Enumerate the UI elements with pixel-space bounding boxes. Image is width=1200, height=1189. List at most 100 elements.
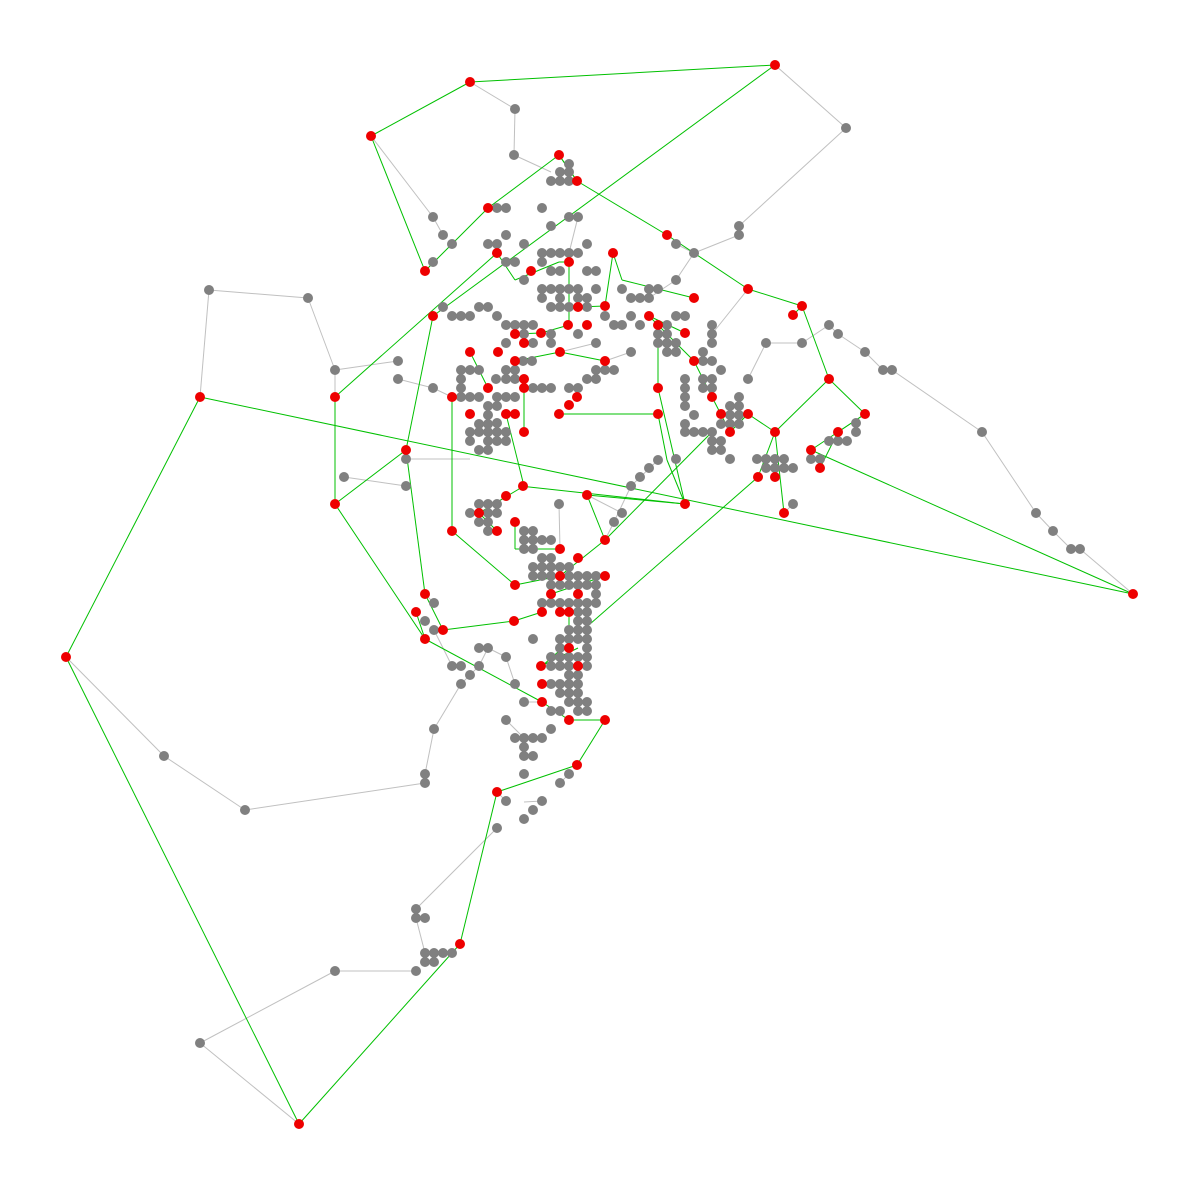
highlighted-node — [501, 409, 511, 419]
plain-node — [528, 383, 538, 393]
highlighted-edge — [405, 315, 434, 451]
plain-node — [447, 948, 457, 958]
plain-node — [573, 383, 583, 393]
highlighted-edge — [604, 252, 614, 307]
plain-node — [519, 769, 529, 779]
plain-node — [555, 634, 565, 644]
plain-node — [474, 661, 484, 671]
plain-node — [420, 948, 430, 958]
plain-node — [671, 338, 681, 348]
plain-node — [401, 454, 411, 464]
highlighted-edge — [442, 620, 515, 631]
plain-node — [456, 392, 466, 402]
plain-node — [573, 688, 583, 698]
plain-node — [698, 374, 708, 384]
plain-node — [609, 517, 619, 527]
plain-node — [519, 544, 529, 554]
highlighted-node — [564, 607, 574, 617]
plain-node — [564, 167, 574, 177]
plain-node — [573, 616, 583, 626]
plain-node — [617, 284, 627, 294]
highlighted-node — [770, 60, 780, 70]
highlighted-node — [546, 589, 556, 599]
plain-node — [716, 419, 726, 429]
plain-node — [591, 284, 601, 294]
highlighted-node — [465, 409, 475, 419]
highlighted-node — [492, 787, 502, 797]
plain-node — [644, 293, 654, 303]
highlighted-node — [510, 517, 520, 527]
plain-node — [501, 320, 511, 330]
plain-node — [689, 248, 699, 258]
plain-node — [1048, 526, 1058, 536]
highlighted-edge — [774, 431, 785, 514]
plain-node — [483, 427, 493, 437]
plain-node — [420, 616, 430, 626]
plain-node — [546, 562, 556, 572]
plain-node — [447, 239, 457, 249]
highlighted-node — [366, 131, 376, 141]
plain-node — [662, 320, 672, 330]
base-edges — [65, 64, 1134, 1125]
highlighted-node — [555, 347, 565, 357]
plain-node — [465, 365, 475, 375]
highlighted-edge — [666, 459, 686, 505]
plain-node — [734, 401, 744, 411]
plain-node — [582, 239, 592, 249]
plain-node — [635, 320, 645, 330]
plain-node — [573, 571, 583, 581]
plain-node — [555, 284, 565, 294]
plain-node — [465, 508, 475, 518]
highlighted-edge — [469, 64, 776, 83]
highlighted-node — [536, 328, 546, 338]
plain-node — [573, 670, 583, 680]
plain-node — [474, 427, 484, 437]
plain-node — [501, 374, 511, 384]
plain-node — [582, 266, 592, 276]
plain-node — [582, 634, 592, 644]
plain-node — [483, 517, 493, 527]
highlighted-node — [447, 526, 457, 536]
plain-node — [519, 742, 529, 752]
plain-node — [546, 248, 556, 258]
plain-node — [707, 329, 717, 339]
base-edge — [693, 234, 740, 254]
plain-node — [483, 419, 493, 429]
plain-node — [698, 427, 708, 437]
plain-node — [635, 293, 645, 303]
base-edge — [334, 360, 399, 371]
plain-node — [546, 284, 556, 294]
highlighted-node — [716, 409, 726, 419]
plain-node — [554, 499, 564, 509]
plain-node — [564, 580, 574, 590]
plain-node — [617, 320, 627, 330]
highlighted-edge — [747, 413, 776, 433]
highlighted-node — [1128, 589, 1138, 599]
highlighted-node — [510, 329, 520, 339]
plain-node — [555, 562, 565, 572]
plain-node — [698, 356, 708, 366]
plain-node — [680, 427, 690, 437]
highlighted-node — [564, 257, 574, 267]
highlighted-node — [572, 176, 582, 186]
highlighted-node — [600, 301, 610, 311]
plain-node — [501, 230, 511, 240]
plain-node — [474, 445, 484, 455]
plain-node — [734, 221, 744, 231]
plain-node — [564, 661, 574, 671]
plain-node — [492, 203, 502, 213]
highlighted-path-edges — [65, 64, 1134, 1125]
plain-node — [546, 724, 556, 734]
highlighted-node — [600, 571, 610, 581]
plain-node — [546, 176, 556, 186]
highlighted-node — [510, 580, 520, 590]
highlighted-node — [492, 526, 502, 536]
plain-node — [833, 329, 843, 339]
highlighted-node — [563, 320, 573, 330]
plain-node — [573, 580, 583, 590]
plain-node — [510, 104, 520, 114]
plain-node — [573, 248, 583, 258]
plain-node — [501, 365, 511, 375]
plain-node — [564, 634, 574, 644]
